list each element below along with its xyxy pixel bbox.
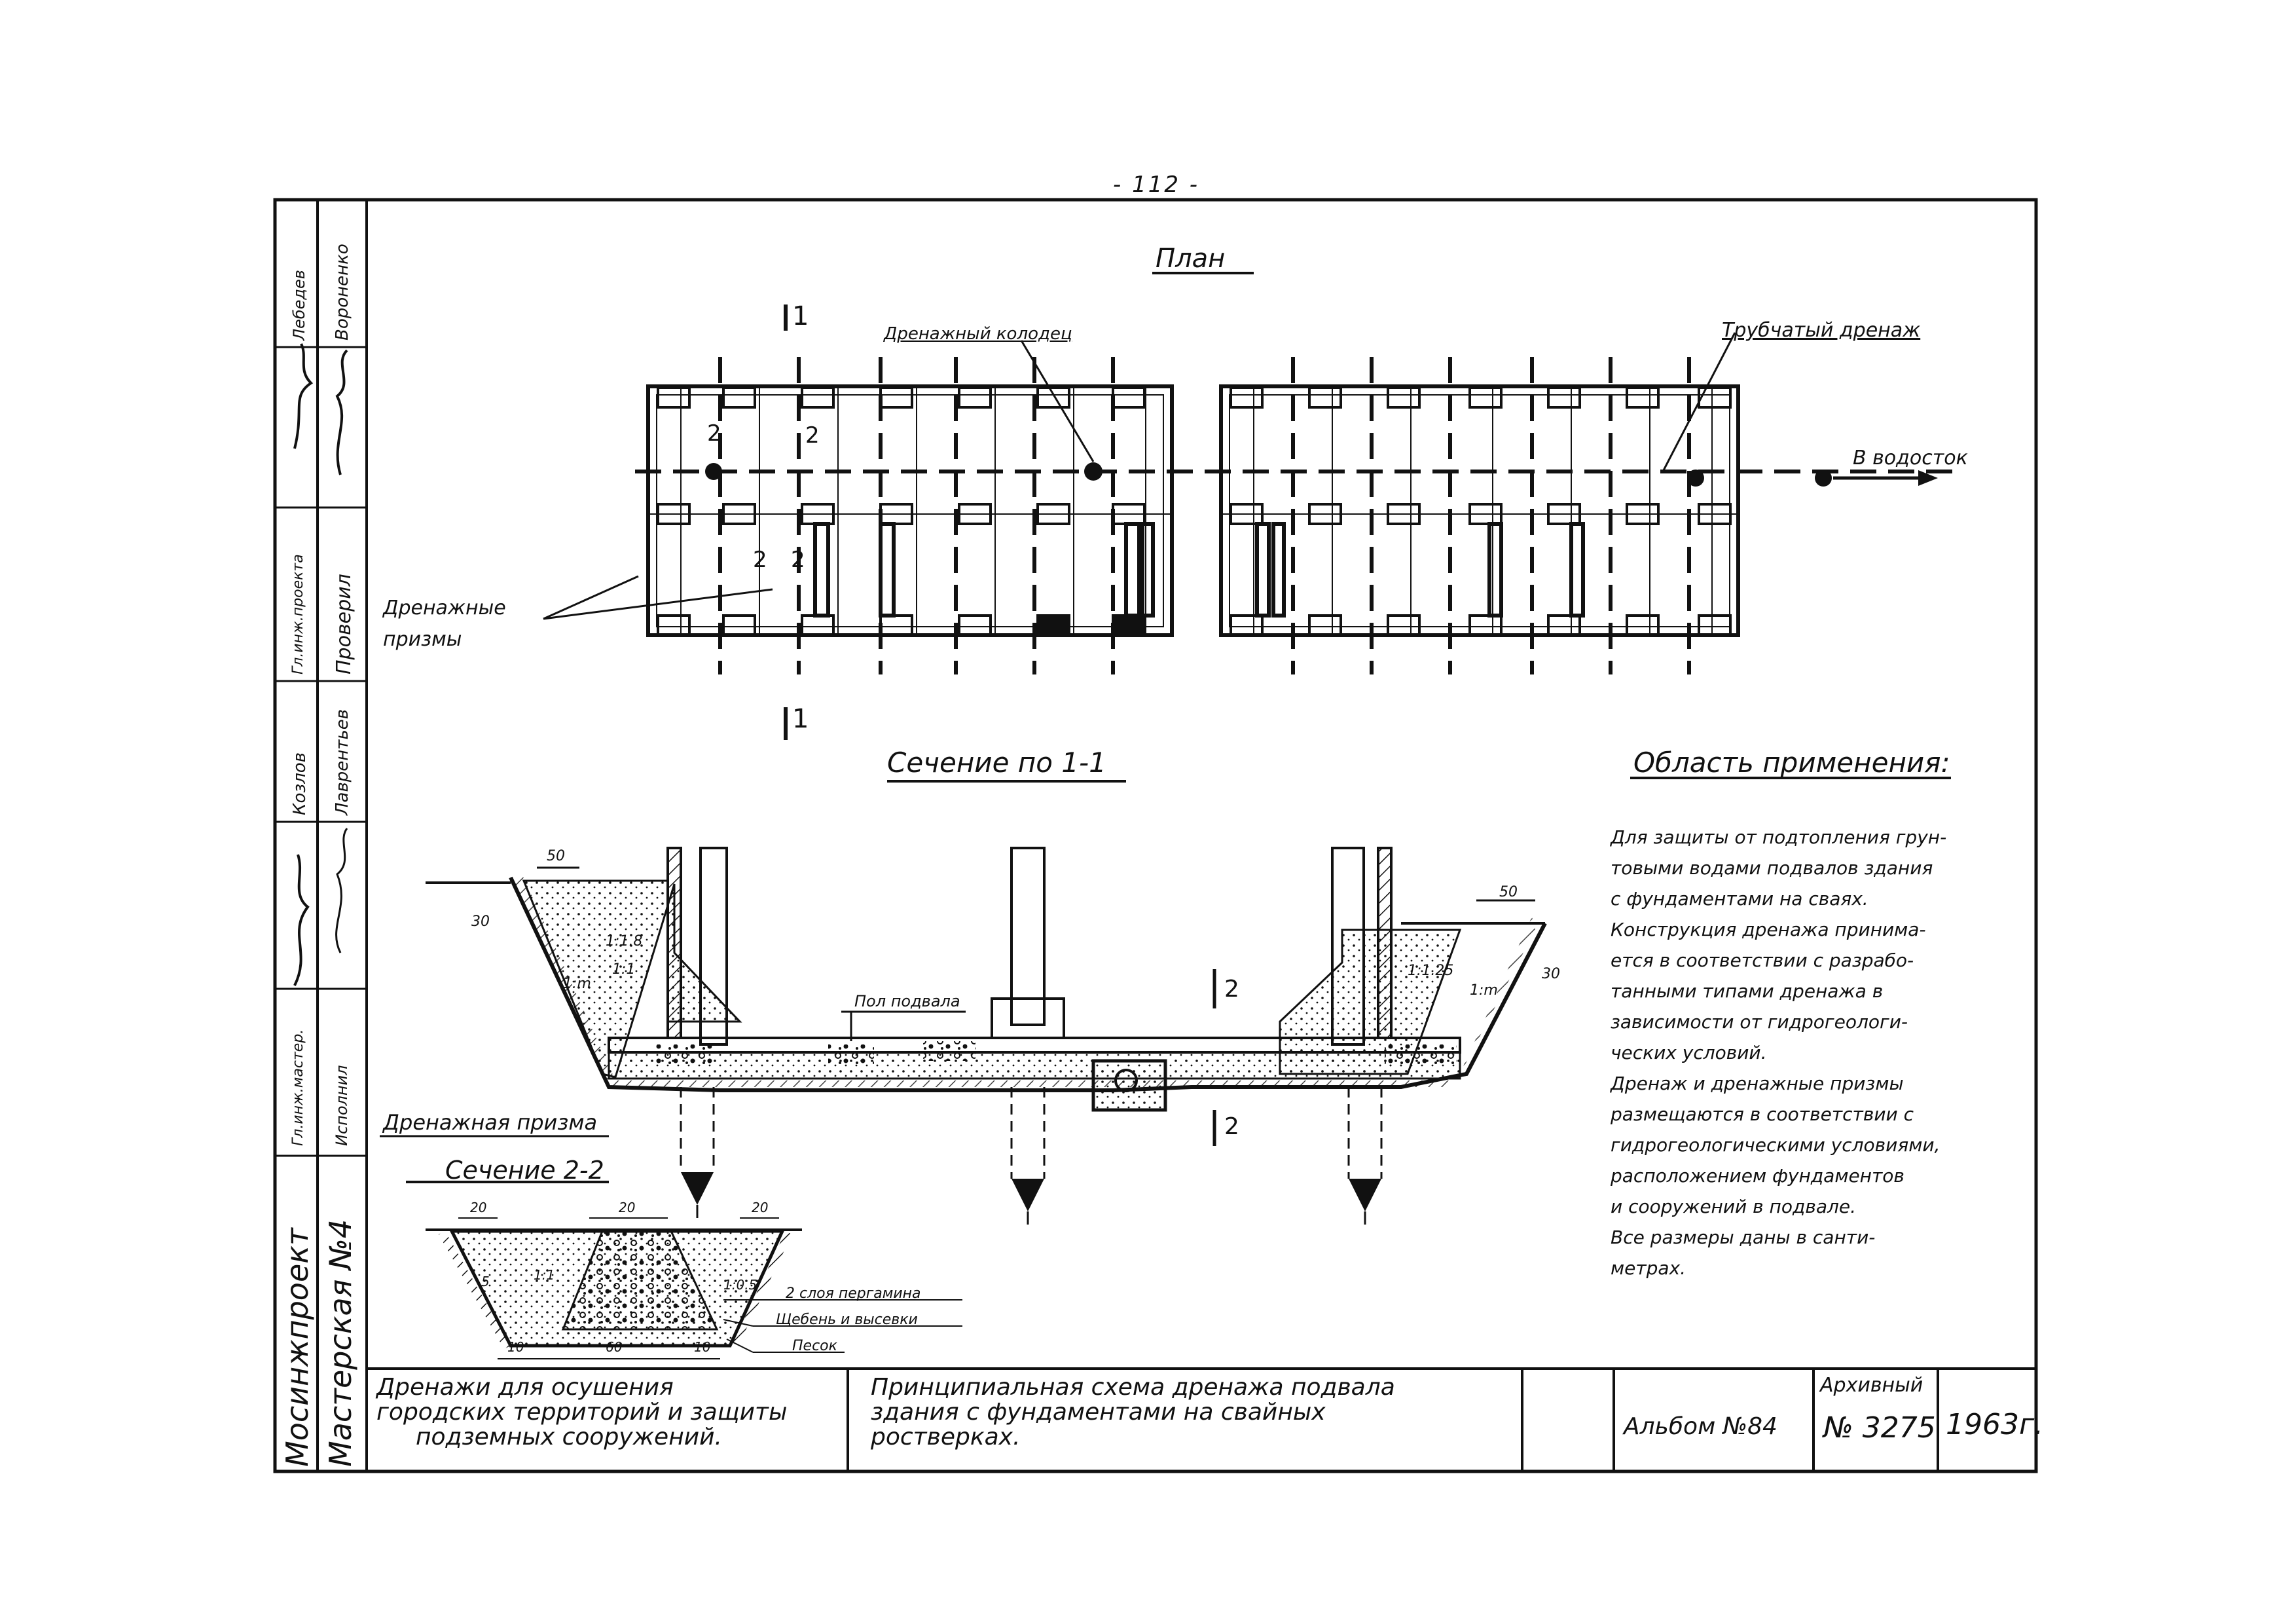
dim-10-a: 10 xyxy=(507,1339,524,1355)
basement-floor-label: Пол подвала xyxy=(854,992,960,1010)
plan-cut-2c: 2 xyxy=(753,547,767,573)
dim-10-b: 10 xyxy=(694,1339,711,1355)
album-number: Альбом №84 xyxy=(1624,1413,1777,1440)
note-line: ческих условий. xyxy=(1611,1042,1767,1063)
plan-cut-2d: 2 xyxy=(791,547,805,573)
page-number: - 112 - xyxy=(1113,172,1200,198)
slope-c: 1:1.25 xyxy=(1408,963,1454,979)
outlet-label: В водосток xyxy=(1853,447,1968,470)
section-1-1-title: Сечение по 1-1 xyxy=(887,747,1106,779)
section-mark-bottom: 1 xyxy=(792,704,809,734)
note-line: расположением фундаментов xyxy=(1611,1165,1904,1187)
layer-label-2: Щебень и высевки xyxy=(776,1312,918,1328)
plan-title: План xyxy=(1156,244,1226,274)
plan-view xyxy=(543,304,1964,740)
section-2-2-title: Сечение 2-2 xyxy=(445,1156,604,1185)
layer-label-1: 2 слоя пергамина xyxy=(786,1285,921,1302)
slope-a: 1:1.8 xyxy=(606,933,643,950)
signature-marks xyxy=(293,343,348,986)
title-col1-line: Дренажи для осушения xyxy=(376,1374,674,1401)
slope-m-right: 1:m xyxy=(1470,982,1498,999)
stamp-org: Мосинжпроект xyxy=(280,1228,315,1467)
slope-m-left: 1:m xyxy=(563,976,591,992)
dim-20-b: 20 xyxy=(619,1200,636,1215)
note-line: Дренаж и дренажные призмы xyxy=(1611,1073,1904,1094)
title-col1: Дренажи для осушения городских территори… xyxy=(376,1375,841,1450)
note-line: танными типами дренажа в xyxy=(1611,980,1884,1002)
section-1-1-view xyxy=(426,847,1547,1225)
note-line: товыми водами подвалов здания xyxy=(1611,857,1933,879)
sheet-frame xyxy=(273,198,2038,1473)
title-col2: Принципиальная схема дренажа подвала зда… xyxy=(871,1375,1519,1450)
dim-20-a: 20 xyxy=(470,1200,487,1215)
note-line: Конструкция дренажа принима- xyxy=(1611,919,1926,940)
section-1-1-cut-top: 2 xyxy=(1224,976,1239,1003)
section-2-2-view xyxy=(426,1217,962,1359)
prism-slope-b: 1:0.5 xyxy=(723,1277,757,1293)
pipe-drain-label: Трубчатый дренаж xyxy=(1722,319,1921,342)
slope-b: 1:1 xyxy=(612,961,636,978)
dim-30-left: 30 xyxy=(471,913,490,930)
dim-5: 5 xyxy=(481,1274,490,1289)
layer-label-3: Песок xyxy=(792,1338,837,1354)
title-col1-line: городских территорий и защиты xyxy=(376,1399,788,1426)
note-line: ется в соответствии с разрабо- xyxy=(1611,950,1914,971)
application-title: Область применения: xyxy=(1633,747,1950,779)
dim-30-right: 30 xyxy=(1542,966,1560,982)
note-line: размещаются в соответствии с xyxy=(1611,1103,1914,1125)
title-col2-line: ростверках. xyxy=(871,1424,1021,1450)
note-line: метрах. xyxy=(1611,1257,1686,1279)
dim-50-left: 50 xyxy=(547,848,565,864)
note-line: и сооружений в подвале. xyxy=(1611,1196,1857,1217)
title-col2-line: Принципиальная схема дренажа подвала xyxy=(871,1374,1395,1401)
dim-60: 60 xyxy=(606,1339,623,1355)
well-label: Дренажный колодец xyxy=(884,324,1072,344)
plan-cut-2b: 2 xyxy=(805,422,820,449)
prisms-label: Дренажные призмы xyxy=(383,597,506,651)
archive-label: Архивный xyxy=(1820,1374,1923,1397)
dim-20-c: 20 xyxy=(752,1200,769,1215)
archive-number: № 3275 xyxy=(1823,1411,1936,1445)
prism-caption: Дренажная призма xyxy=(383,1110,598,1135)
plan-cut-2a: 2 xyxy=(707,420,721,447)
note-line: с фундаментами на сваях. xyxy=(1611,888,1868,910)
dim-50-right: 50 xyxy=(1499,884,1518,900)
section-mark-top: 1 xyxy=(792,301,809,331)
section-1-1-cut-bottom: 2 xyxy=(1224,1113,1239,1140)
stamp-workshop: Мастерская №4 xyxy=(323,1219,358,1467)
note-line: Все размеры даны в санти- xyxy=(1611,1227,1876,1248)
prism-slope: 1:1 xyxy=(534,1267,555,1283)
note-line: зависимости от гидрогеологи- xyxy=(1611,1011,1908,1033)
year: 1963г. xyxy=(1946,1408,2044,1441)
title-col1-line: подземных сооружений. xyxy=(416,1424,722,1450)
title-col2-line: здания с фундаментами на свайных xyxy=(871,1399,1326,1426)
application-notes: Для защиты от подтопления грун- товыми в… xyxy=(1611,822,2030,1283)
note-line: гидрогеологическими условиями, xyxy=(1611,1134,1941,1156)
note-line: Для защиты от подтопления грун- xyxy=(1611,826,1947,848)
